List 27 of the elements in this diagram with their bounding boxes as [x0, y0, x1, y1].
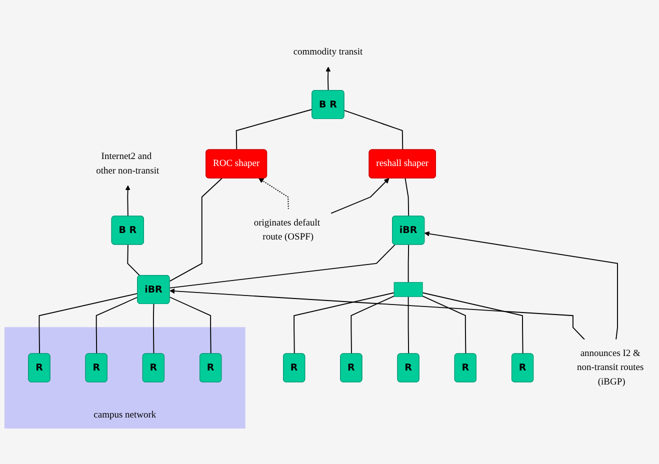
node-text: Internet2 and other non-transit	[96, 151, 160, 176]
connector	[169, 244, 396, 288]
arrow	[330, 178, 390, 214]
node-box	[394, 282, 423, 297]
arrow	[125, 185, 130, 217]
connector	[38, 292, 138, 354]
connector	[236, 108, 313, 150]
connector	[422, 292, 524, 354]
connector	[96, 296, 138, 354]
arrow	[424, 231, 618, 340]
connector	[127, 244, 140, 276]
node-text: announces I2 & non-transit routes (iBGP)	[577, 348, 644, 387]
arrow	[258, 178, 289, 210]
connector	[408, 296, 410, 354]
connector	[294, 292, 395, 354]
connector	[422, 296, 466, 354]
node-text: originates default route (OSPF)	[254, 218, 320, 242]
connector	[169, 296, 212, 354]
connector	[152, 304, 154, 354]
connector	[404, 178, 410, 217]
node-text: commodity transit	[293, 47, 363, 58]
arrow	[326, 66, 331, 92]
connector	[350, 296, 395, 354]
connector	[169, 178, 222, 282]
connector	[408, 244, 410, 283]
arrow	[170, 288, 586, 340]
connector	[344, 110, 404, 150]
